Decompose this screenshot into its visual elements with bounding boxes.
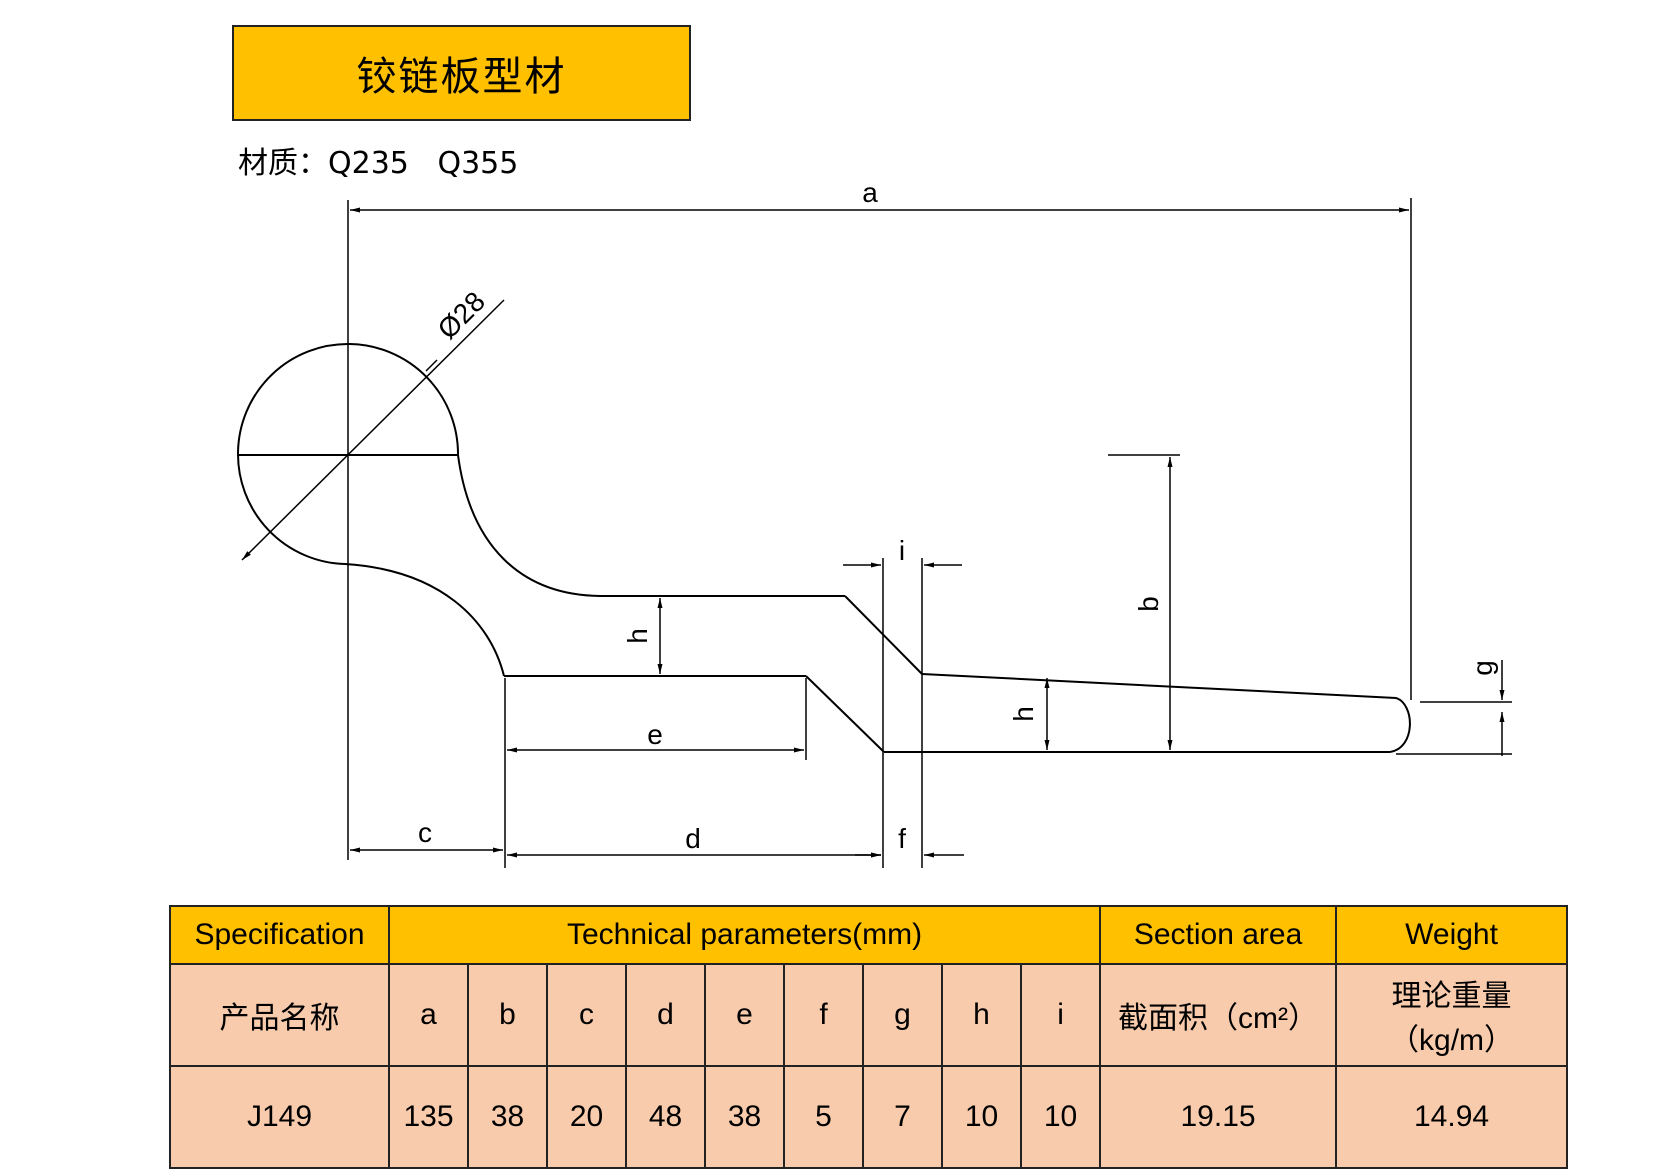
value-weight: 14.94 bbox=[1335, 1065, 1569, 1169]
param-g: g bbox=[862, 963, 943, 1067]
param-f: f bbox=[783, 963, 864, 1067]
label-c: c bbox=[418, 817, 432, 848]
value-g: 7 bbox=[862, 1065, 943, 1169]
hinge-profile-drawing: a b c d e f g h h i Ø28 bbox=[237, 177, 1512, 868]
value-c: 20 bbox=[546, 1065, 627, 1169]
weight-label-line2: （kg/m） bbox=[1389, 1024, 1515, 1057]
label-i: i bbox=[899, 535, 905, 566]
value-b: 38 bbox=[467, 1065, 548, 1169]
subheader-section-area: 截面积（cm²） bbox=[1099, 963, 1338, 1067]
value-spec: J149 bbox=[169, 1065, 390, 1169]
header-weight: Weight bbox=[1335, 905, 1569, 965]
param-a: a bbox=[388, 963, 469, 1067]
value-e: 38 bbox=[704, 1065, 785, 1169]
header-technical: Technical parameters(mm) bbox=[387, 905, 1102, 965]
label-h: h bbox=[622, 628, 653, 644]
value-d: 48 bbox=[625, 1065, 706, 1169]
material-label: 材质：Q235 Q355 bbox=[238, 146, 519, 181]
value-i: 10 bbox=[1019, 1065, 1102, 1169]
param-d: d bbox=[625, 963, 706, 1067]
table-subheader-row: 产品名称 a b c d e f g h i 截面积（cm²） 理论重量 （kg… bbox=[169, 963, 1569, 1067]
header-section-area: Section area bbox=[1099, 905, 1338, 965]
spec-table: Specification Technical parameters(mm) S… bbox=[169, 905, 1569, 1169]
param-c: c bbox=[546, 963, 627, 1067]
label-diameter: Ø28 bbox=[432, 286, 491, 345]
subheader-product-name: 产品名称 bbox=[169, 963, 390, 1067]
table-header-row: Specification Technical parameters(mm) S… bbox=[169, 905, 1569, 965]
label-b: b bbox=[1133, 596, 1164, 612]
label-f: f bbox=[898, 823, 906, 854]
label-g: g bbox=[1467, 660, 1498, 676]
subheader-weight: 理论重量 （kg/m） bbox=[1335, 963, 1569, 1067]
value-h: 10 bbox=[941, 1065, 1022, 1169]
label-a: a bbox=[862, 177, 878, 208]
dimension-lines bbox=[241, 198, 1512, 868]
value-section-area: 19.15 bbox=[1099, 1065, 1338, 1169]
weight-label-line1: 理论重量 bbox=[1391, 980, 1512, 1013]
label-h-lower: h bbox=[1008, 706, 1039, 722]
header-specification: Specification bbox=[169, 905, 390, 965]
param-b: b bbox=[467, 963, 548, 1067]
param-h: h bbox=[941, 963, 1022, 1067]
value-a: 135 bbox=[388, 1065, 469, 1169]
param-i: i bbox=[1019, 963, 1102, 1067]
param-e: e bbox=[704, 963, 785, 1067]
value-f: 5 bbox=[783, 1065, 864, 1169]
table-row: J149 135 38 20 48 38 5 7 10 10 19.15 14.… bbox=[169, 1065, 1569, 1169]
label-e: e bbox=[647, 719, 663, 750]
profile-outline bbox=[237, 343, 1411, 753]
label-d: d bbox=[685, 823, 701, 854]
page-title: 铰链板型材 bbox=[232, 25, 691, 121]
